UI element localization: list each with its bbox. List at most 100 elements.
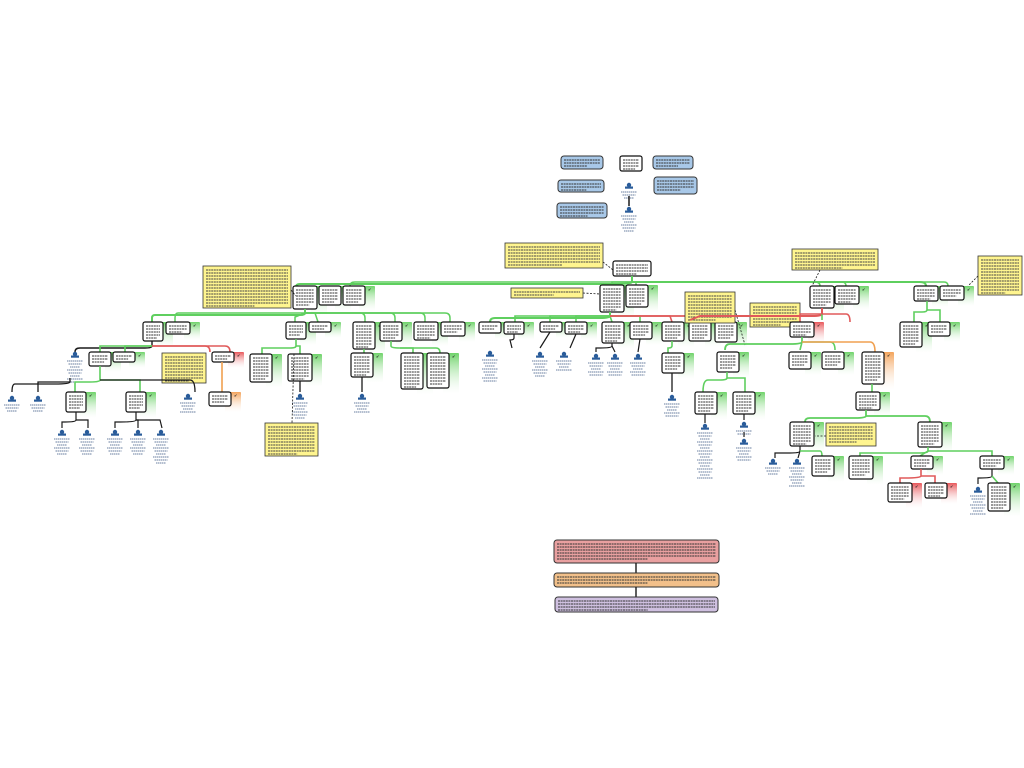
l4-e[interactable]: ✔ (287, 353, 322, 387)
src-e1[interactable] (354, 393, 370, 413)
src-a7[interactable] (107, 429, 123, 455)
src-a4[interactable] (180, 393, 196, 413)
edge (76, 419, 89, 428)
l3-g[interactable]: ✔ (413, 321, 448, 346)
l6-a[interactable]: ✔ (789, 421, 824, 452)
src-r6[interactable] (970, 486, 986, 515)
l3-j[interactable]: ✔ (503, 321, 534, 340)
src-r5[interactable] (789, 458, 805, 487)
root-note[interactable] (504, 242, 604, 269)
src-a8[interactable] (130, 429, 146, 455)
claim-box (308, 321, 332, 333)
l4-j[interactable]: ✔ (716, 351, 749, 378)
l3-f[interactable]: ✔ (379, 321, 412, 347)
l3-m[interactable]: ✔ (601, 321, 634, 349)
l5-d[interactable]: ✔ (694, 391, 727, 420)
l4-c[interactable]: ✔ (211, 351, 244, 368)
l3-t[interactable]: ✔ (927, 321, 960, 342)
source-icon-base (536, 355, 544, 358)
note-right-1[interactable] (791, 248, 879, 271)
src-m5[interactable] (607, 353, 623, 376)
l2-c[interactable]: ✔ (342, 285, 375, 311)
src-a5[interactable] (54, 429, 70, 455)
l3-i[interactable]: ✔ (478, 321, 511, 339)
note-mid[interactable] (510, 287, 584, 299)
l5-f[interactable]: ✔ (855, 391, 890, 416)
info-rebuttal[interactable] (553, 572, 720, 588)
src-a3[interactable] (30, 395, 46, 412)
l2-i[interactable]: ✔ (939, 285, 974, 306)
src-r4[interactable] (765, 458, 781, 475)
src-a1[interactable] (67, 351, 83, 383)
edge (100, 379, 141, 392)
root-claim[interactable] (612, 260, 652, 277)
src-m3[interactable] (556, 351, 572, 371)
src-a9[interactable] (153, 429, 169, 464)
l2-g[interactable]: ✔ (834, 285, 869, 310)
src-a6[interactable] (79, 429, 95, 455)
l3-d[interactable]: ✔ (308, 321, 341, 338)
src-m2[interactable] (532, 351, 548, 377)
l5-e[interactable]: ✔ (732, 391, 765, 420)
l3-s[interactable]: ✔ (899, 321, 932, 353)
note-left-big[interactable] (202, 265, 292, 309)
l7-c[interactable]: ✔ (910, 455, 943, 475)
legend-box-1[interactable] (560, 155, 604, 170)
note-l4[interactable] (161, 352, 207, 384)
legend-box-2[interactable] (557, 179, 605, 193)
claim-box (848, 455, 874, 480)
edge (991, 475, 999, 484)
source-icon-base (184, 397, 192, 400)
src-m4[interactable] (588, 353, 604, 376)
l3-b[interactable]: ✔ (165, 321, 200, 340)
legend-box-4[interactable] (652, 155, 694, 170)
src-a2[interactable] (4, 395, 20, 412)
note-far-right[interactable] (977, 255, 1023, 296)
l5-b[interactable]: ✔ (125, 391, 156, 418)
l4-k[interactable]: ✔ (788, 351, 821, 375)
src-c1[interactable] (292, 393, 308, 419)
source-icon-base (71, 355, 79, 358)
l4-d[interactable]: ✔ (249, 353, 282, 388)
legend-box-3[interactable] (556, 202, 608, 219)
l8-b[interactable]: ✔ (924, 482, 957, 504)
l4-f[interactable]: ✔ (350, 352, 383, 383)
l3-n[interactable]: ✔ (629, 321, 662, 345)
l3-q[interactable]: ✔ (714, 321, 747, 348)
tab-glyph: ✔ (651, 286, 654, 291)
note-lower-left[interactable] (264, 422, 319, 457)
info-objection[interactable] (553, 539, 720, 564)
l4-i[interactable]: ✔ (661, 352, 694, 379)
l4-l[interactable]: ✔ (821, 351, 854, 375)
l4-h[interactable]: ✔ (426, 352, 459, 394)
l8-c[interactable]: ✔ (987, 482, 1020, 517)
src-m7[interactable] (664, 394, 680, 417)
l7-b[interactable]: ✔ (848, 455, 883, 485)
src-m6[interactable] (630, 353, 646, 376)
l8-a[interactable]: ✔ (887, 482, 922, 508)
legend-source-1[interactable] (621, 182, 637, 199)
l5-a[interactable]: ✔ (65, 391, 96, 418)
legend-source-2[interactable] (621, 206, 637, 232)
src-m1[interactable] (482, 350, 498, 382)
note-right-2[interactable] (825, 422, 877, 447)
l7-d[interactable]: ✔ (979, 455, 1014, 475)
l7-a[interactable]: ✔ (811, 455, 844, 482)
src-r3[interactable] (736, 438, 752, 461)
legend-claim[interactable] (619, 155, 643, 172)
source-icon (626, 206, 632, 212)
l4-m[interactable]: ✔ (861, 351, 894, 390)
src-r1[interactable] (697, 423, 713, 479)
info-reason[interactable] (554, 596, 719, 613)
claim-box (910, 455, 934, 470)
l6-b[interactable]: ✔ (917, 421, 952, 453)
legend-box-5[interactable] (653, 176, 698, 195)
l3-h[interactable]: ✔ (440, 321, 475, 342)
l4-b[interactable]: ✔ (112, 351, 145, 368)
l2-e[interactable]: ✔ (625, 284, 658, 313)
l3-e[interactable]: ✔ (352, 321, 385, 355)
l3-r[interactable]: ✔ (789, 321, 824, 343)
l3-l[interactable]: ✔ (564, 321, 597, 340)
l5-c[interactable]: ✔ (208, 391, 241, 412)
